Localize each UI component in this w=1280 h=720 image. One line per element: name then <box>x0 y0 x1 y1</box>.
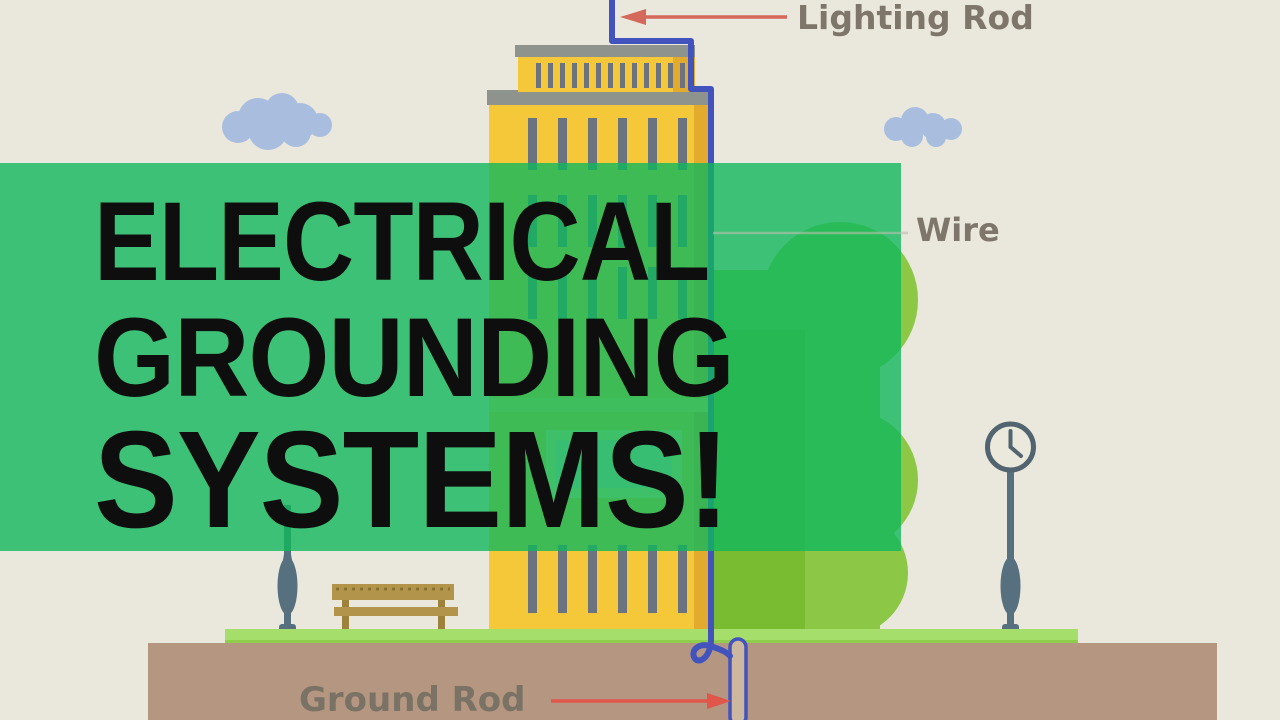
street-clock-post <box>277 505 298 634</box>
street-clock-icon <box>985 421 1036 634</box>
park-bench <box>332 584 458 632</box>
cloud-icon <box>222 93 332 150</box>
ground <box>148 643 1217 720</box>
lightning-rod-arrow <box>620 9 787 25</box>
title-panel <box>0 163 901 551</box>
lightning-rod-label: Lighting Rod <box>797 0 1034 37</box>
title-line-1: ELECTRICAL <box>94 179 710 304</box>
ground-rod-arrow <box>551 693 731 709</box>
ground-rod <box>728 637 748 720</box>
wire-label: Wire <box>916 211 1000 249</box>
title-line-2: GROUNDING <box>94 295 735 420</box>
cloud-icon <box>884 107 962 147</box>
lightning-rod-wire <box>609 0 733 664</box>
title-line-3: SYSTEMS! <box>94 403 730 557</box>
ground-rod-label: Ground Rod <box>299 680 526 720</box>
building-windows <box>528 545 687 613</box>
building-windows <box>536 63 685 88</box>
